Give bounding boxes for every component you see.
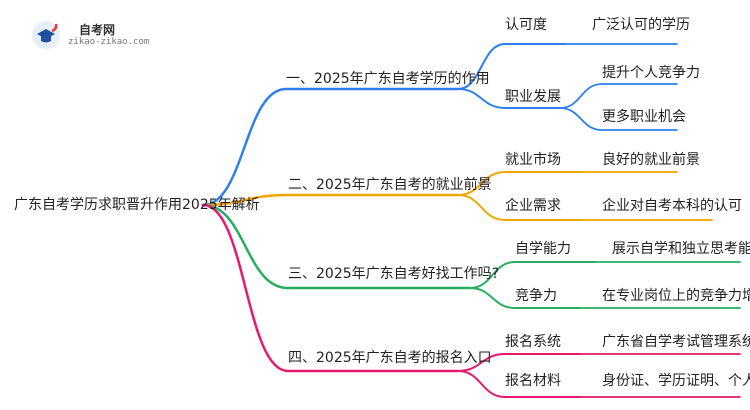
branch-4-connector bbox=[201, 203, 460, 373]
branch-4-child-2-leaf-1: 身份证、学历证明、个人照等 bbox=[602, 373, 750, 389]
branch-2-connector bbox=[201, 193, 460, 207]
branch-4-child-1-leaf-1: 广东省自学考试管理系统 bbox=[602, 334, 750, 350]
logo: 自考网 zikao-zikao.com bbox=[31, 18, 151, 52]
branch-4-child-2-connector bbox=[457, 370, 581, 398]
branch-4-child-2: 报名材料 bbox=[505, 373, 561, 389]
branch-4-child-1: 报名系统 bbox=[505, 334, 561, 350]
branch-1-child-2-leaf-2-connector bbox=[559, 107, 678, 131]
branch-3: 三、2025年广东自考好找工作吗? bbox=[288, 266, 500, 282]
branch-3-child-2-connector bbox=[469, 287, 581, 309]
branch-2-child-1-connector bbox=[457, 171, 581, 196]
root-topic: 广东自考学历求职晋升作用2025年解析 bbox=[14, 197, 260, 213]
branch-4: 四、2025年广东自考的报名入口 bbox=[288, 350, 492, 366]
branch-1-child-1: 认可度 bbox=[505, 17, 547, 33]
branch-3-child-1: 自学能力 bbox=[515, 241, 571, 257]
branch-2-child-1: 就业市场 bbox=[505, 152, 561, 168]
branch-2-child-2: 企业需求 bbox=[505, 198, 561, 214]
logo-icon bbox=[32, 21, 60, 49]
branch-3-child-1-leaf-1: 展示自学和独立思考能力 bbox=[612, 241, 750, 257]
branch-2-child-1-leaf-1: 良好的就业前景 bbox=[602, 152, 700, 168]
branch-2-child-2-connector bbox=[457, 194, 581, 221]
branch-1-child-2-leaf-2: 更多职业机会 bbox=[602, 109, 686, 125]
branch-1-connector bbox=[201, 87, 460, 207]
logo-url: zikao-zikao.com bbox=[68, 37, 150, 47]
branch-1-child-2-connector bbox=[457, 88, 561, 109]
branch-1-child-2: 职业发展 bbox=[505, 89, 561, 105]
branch-1-child-2-leaf-1-connector bbox=[559, 83, 678, 109]
branch-4-child-1-connector bbox=[457, 353, 581, 372]
branch-1: 一、2025年广东自考学历的作用 bbox=[286, 71, 490, 87]
branch-1-child-1-connector bbox=[457, 43, 566, 90]
logo-name: 自考网 bbox=[79, 23, 116, 37]
branch-1-child-1-leaf-1: 广泛认可的学历 bbox=[592, 17, 690, 33]
branch-3-child-1-connector bbox=[469, 261, 596, 289]
branch-3-connector bbox=[201, 203, 472, 290]
branch-3-child-2-leaf-1: 在专业岗位上的竞争力增强 bbox=[602, 288, 750, 304]
branch-2: 二、2025年广东自考的就业前景 bbox=[288, 177, 492, 193]
branch-1-child-2-leaf-1: 提升个人竞争力 bbox=[602, 65, 700, 81]
branch-3-child-2: 竞争力 bbox=[515, 288, 557, 304]
branch-2-child-2-leaf-1: 企业对自考本科的认可 bbox=[602, 198, 742, 214]
